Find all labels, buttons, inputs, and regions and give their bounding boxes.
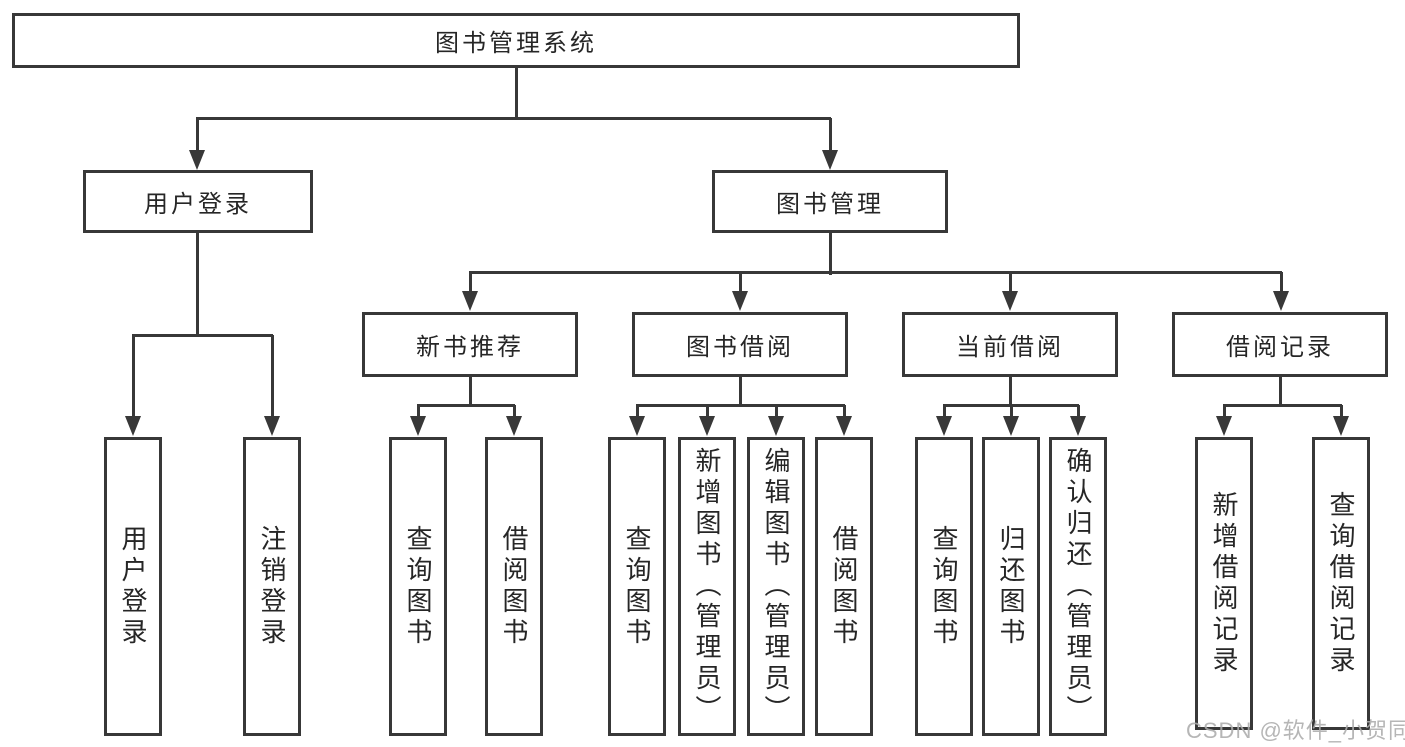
leaf-return-book: 归还图书: [982, 437, 1040, 736]
leaf-label: 归还图书: [996, 524, 1026, 649]
leaf-label: 新增图书（管理员）: [692, 447, 722, 726]
arrow-down-icon: [699, 416, 715, 436]
node-label: 图书管理: [776, 191, 884, 218]
borrow-records-to-children-drop-line: [1340, 405, 1343, 418]
root-to-level2-drop-line: [196, 118, 199, 152]
leaf-query-books-borrow: 查询图书: [608, 437, 666, 736]
node-label: 图书管理系统: [435, 30, 597, 57]
user-login-to-children-branch-line: [132, 334, 273, 337]
book-borrow-to-children-drop-line: [843, 405, 846, 418]
arrow-down-icon: [836, 416, 852, 436]
leaf-label: 新增借阅记录: [1209, 490, 1239, 677]
leaf-label: 注销登录: [257, 524, 287, 649]
arrow-down-icon: [1273, 291, 1289, 311]
new-book-to-children-drop-line: [417, 405, 420, 418]
arrow-down-icon: [1070, 416, 1086, 436]
book-mgmt-to-level3-drop-line: [739, 272, 742, 293]
user-login-to-children-drop-line: [271, 335, 274, 418]
book-mgmt-to-level3-drop-line: [1009, 272, 1012, 293]
leaf-label: 查询图书: [929, 524, 959, 649]
new-book-to-children-stem-line: [469, 377, 472, 407]
root-to-level2-branch-line: [196, 117, 831, 120]
node-book-management: 图书管理: [712, 170, 948, 233]
book-mgmt-to-level3-drop-line: [1280, 272, 1283, 293]
leaf-label: 查询图书: [622, 524, 652, 649]
current-borrow-to-children-drop-line: [1010, 405, 1013, 418]
leaf-label: 编辑图书（管理员）: [761, 447, 791, 726]
root-to-level2-drop-line: [829, 118, 832, 152]
book-mgmt-to-level3-stem-line: [829, 233, 832, 275]
leaf-query-books-recommend: 查询图书: [389, 437, 447, 736]
node-label: 借阅记录: [1226, 334, 1334, 361]
node-user-login: 用户登录: [83, 170, 313, 233]
leaf-label: 查询图书: [403, 524, 433, 649]
leaf-label: 确认归还（管理员）: [1063, 447, 1093, 726]
root-to-level2-stem-line: [515, 67, 518, 120]
new-book-to-children-drop-line: [513, 405, 516, 418]
book-mgmt-to-level3-drop-line: [469, 272, 472, 293]
leaf-borrow-books-recommend: 借阅图书: [485, 437, 543, 736]
arrow-down-icon: [1003, 416, 1019, 436]
current-borrow-to-children-stem-line: [1009, 377, 1012, 407]
arrow-down-icon: [1333, 416, 1349, 436]
arrow-down-icon: [822, 150, 838, 170]
arrow-down-icon: [768, 416, 784, 436]
node-book-borrowing: 图书借阅: [632, 312, 848, 377]
arrow-down-icon: [264, 416, 280, 436]
node-label: 新书推荐: [416, 334, 524, 361]
borrow-records-to-children-stem-line: [1279, 377, 1282, 407]
node-label: 当前借阅: [956, 334, 1064, 361]
leaf-query-borrow-record: 查询借阅记录: [1312, 437, 1370, 730]
current-borrow-to-children-drop-line: [1077, 405, 1080, 418]
node-current-borrowing: 当前借阅: [902, 312, 1118, 377]
arrow-down-icon: [936, 416, 952, 436]
leaf-label: 借阅图书: [499, 524, 529, 649]
leaf-label: 查询借阅记录: [1326, 490, 1356, 677]
leaf-add-book-admin: 新增图书（管理员）: [678, 437, 736, 736]
arrow-down-icon: [462, 291, 478, 311]
book-borrow-to-children-drop-line: [775, 405, 778, 418]
borrow-records-to-children-branch-line: [1223, 404, 1342, 407]
leaf-logout: 注销登录: [243, 437, 301, 736]
user-login-to-children-stem-line: [196, 233, 199, 337]
book-borrow-to-children-branch-line: [636, 404, 845, 407]
arrow-down-icon: [125, 416, 141, 436]
arrow-down-icon: [189, 150, 205, 170]
user-login-to-children-drop-line: [132, 335, 135, 418]
arrow-down-icon: [1002, 291, 1018, 311]
csdn-watermark: CSDN @软件_小贺同学: [1186, 718, 1405, 743]
borrow-records-to-children-drop-line: [1223, 405, 1226, 418]
leaf-user-login: 用户登录: [104, 437, 162, 736]
book-borrow-to-children-drop-line: [636, 405, 639, 418]
arrow-down-icon: [732, 291, 748, 311]
current-borrow-to-children-drop-line: [943, 405, 946, 418]
arrow-down-icon: [1216, 416, 1232, 436]
node-label: 用户登录: [144, 191, 252, 218]
leaf-query-books-current: 查询图书: [915, 437, 973, 736]
new-book-to-children-branch-line: [417, 404, 515, 407]
node-label: 图书借阅: [686, 334, 794, 361]
arrow-down-icon: [629, 416, 645, 436]
book-borrow-to-children-drop-line: [706, 405, 709, 418]
node-new-book-recommendation: 新书推荐: [362, 312, 578, 377]
leaf-edit-book-admin: 编辑图书（管理员）: [747, 437, 805, 736]
arrow-down-icon: [506, 416, 522, 436]
leaf-confirm-return-admin: 确认归还（管理员）: [1049, 437, 1107, 736]
book-borrow-to-children-stem-line: [739, 377, 742, 407]
node-library-management-system: 图书管理系统: [12, 13, 1020, 68]
arrow-down-icon: [410, 416, 426, 436]
leaf-label: 用户登录: [118, 524, 148, 649]
leaf-label: 借阅图书: [829, 524, 859, 649]
leaf-add-borrow-record: 新增借阅记录: [1195, 437, 1253, 730]
leaf-borrow-books: 借阅图书: [815, 437, 873, 736]
book-mgmt-to-level3-branch-line: [469, 271, 1282, 274]
node-borrowing-records: 借阅记录: [1172, 312, 1388, 377]
